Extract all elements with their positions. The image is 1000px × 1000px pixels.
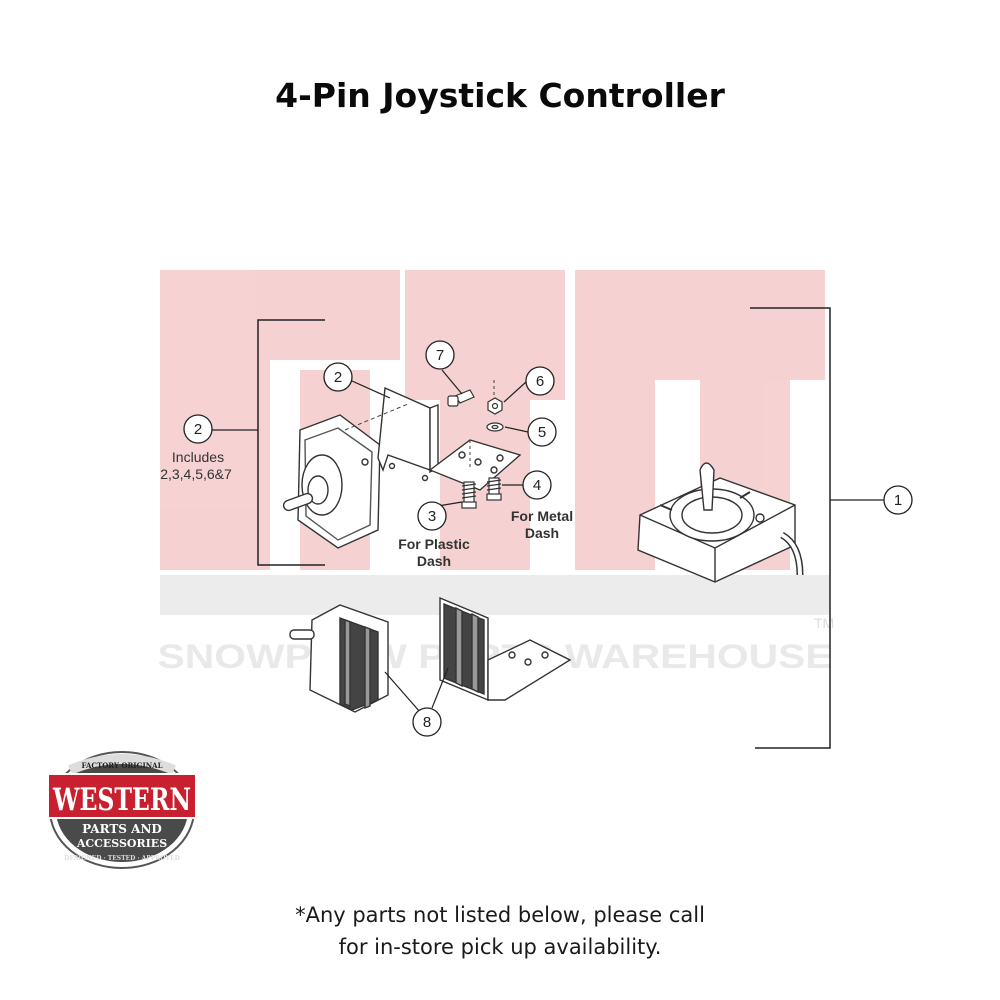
svg-text:5: 5	[538, 424, 546, 441]
logo-top-text: FACTORY ORIGINAL	[81, 761, 162, 770]
leader-2-top	[351, 380, 391, 399]
dashed-guide-1	[344, 403, 409, 431]
logo-bottom-text: DESIGNED · TESTED · APPROVED	[64, 855, 180, 862]
svg-text:6: 6	[536, 373, 544, 390]
watermark: SNOWPLOW PARTS WAREHOUSE TM	[158, 270, 834, 676]
screw-4	[486, 477, 502, 501]
callouts: 1 2 2 3 4 5 6 7	[183, 340, 913, 737]
metal-dash-label-2: Dash	[525, 525, 559, 541]
hex-bolt-7	[447, 389, 475, 407]
housing-with-velcro	[289, 604, 389, 713]
joystick-bracket-line	[750, 307, 831, 749]
callout-6: 6	[525, 366, 555, 396]
logo-line2: ACCESSORIES	[76, 837, 167, 850]
leader-7	[441, 369, 463, 395]
joystick-controller	[637, 462, 804, 583]
plastic-dash-label-2: Dash	[417, 553, 451, 569]
leader-8a	[384, 671, 421, 713]
hex-nut-6	[487, 397, 503, 415]
screw-3	[461, 481, 477, 509]
svg-text:2: 2	[194, 421, 202, 438]
western-logo: FACTORY ORIGINAL WESTERN PARTS AND ACCES…	[47, 751, 197, 869]
includes-parts-label: 2,3,4,5,6&7	[160, 466, 232, 482]
watermark-tm: TM	[814, 615, 834, 631]
metal-dash-label: For Metal	[511, 508, 573, 524]
footer-line-1: *Any parts not listed below, please call	[295, 903, 705, 927]
callout-3: 3	[417, 501, 447, 531]
callout-4: 4	[522, 470, 552, 500]
leader-8b	[431, 667, 449, 709]
svg-text:1: 1	[894, 492, 902, 509]
callout-2-housing: 2	[323, 362, 353, 392]
callout-1: 1	[883, 485, 913, 515]
includes-label: Includes	[172, 449, 224, 465]
logo-brand: WESTERN	[52, 782, 191, 818]
callout-7: 7	[425, 340, 455, 370]
mounting-bracket	[377, 386, 522, 491]
logo-line1: PARTS AND	[82, 822, 162, 836]
control-housing	[282, 414, 381, 549]
svg-text:3: 3	[428, 508, 436, 525]
leader-6	[503, 381, 527, 403]
footer-line-2: for in-store pick up availability.	[338, 935, 662, 959]
callout-8: 8	[412, 707, 442, 737]
svg-text:4: 4	[533, 477, 541, 494]
svg-text:8: 8	[423, 714, 431, 731]
callout-5: 5	[527, 417, 557, 447]
plastic-dash-label: For Plastic	[398, 536, 470, 552]
kit-bracket-line	[257, 319, 325, 566]
bracket-with-velcro	[439, 596, 572, 702]
footer-note: *Any parts not listed below, please call…	[0, 899, 1000, 963]
page-title: 4-Pin Joystick Controller	[275, 76, 725, 115]
lock-washer-5	[486, 422, 504, 432]
svg-text:2: 2	[334, 369, 342, 386]
svg-text:7: 7	[436, 347, 444, 364]
callout-2-kit: 2	[183, 414, 213, 444]
leader-5	[504, 426, 529, 433]
